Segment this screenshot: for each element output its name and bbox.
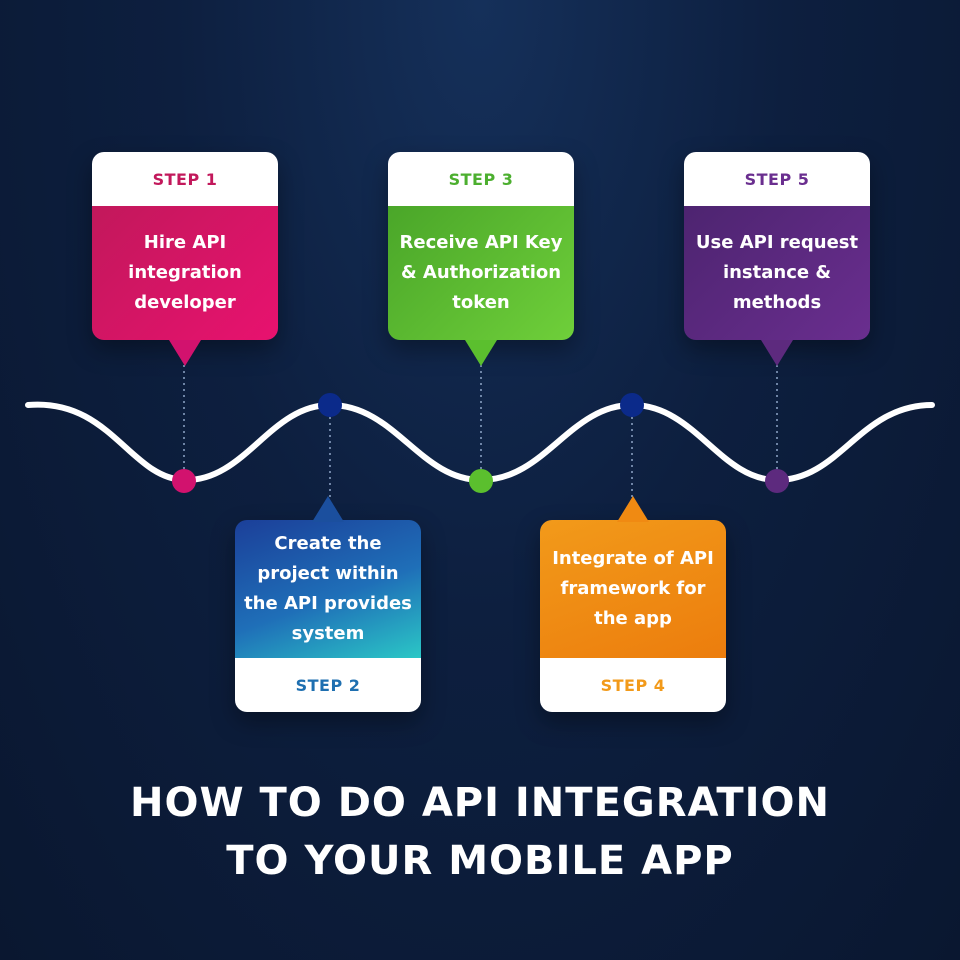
step-2-label: STEP 2 — [235, 658, 421, 712]
dot-step-4 — [620, 393, 644, 417]
page-title-line-2: TO YOUR MOBILE APP — [226, 838, 734, 884]
wave-path — [25, 401, 935, 484]
step-3-card: STEP 3 Receive API Key & Authorization t… — [388, 152, 574, 366]
step-3-label: STEP 3 — [388, 152, 574, 206]
step-5-card: STEP 5 Use API request instance & method… — [684, 152, 870, 366]
dot-step-1 — [172, 469, 196, 493]
dot-step-5 — [765, 469, 789, 493]
step-5-text: Use API request instance & methods — [684, 206, 870, 340]
step-4-card: Integrate of API framework for the app S… — [540, 496, 726, 712]
step-1-pointer — [169, 340, 201, 366]
step-4-text: Integrate of API framework for the app — [540, 520, 726, 658]
step-2-text: Create the project within the API provid… — [235, 520, 421, 658]
step-4-label: STEP 4 — [540, 658, 726, 712]
step-3-text: Receive API Key & Authorization token — [388, 206, 574, 340]
step-1-text: Hire API integration developer — [92, 206, 278, 340]
step-3-pointer — [465, 340, 497, 366]
step-1-card: STEP 1 Hire API integration developer — [92, 152, 278, 366]
step-2-pointer — [312, 496, 344, 522]
dot-step-3 — [469, 469, 493, 493]
dot-step-2 — [318, 393, 342, 417]
step-4-pointer — [617, 496, 649, 522]
page-title-line-1: HOW TO DO API INTEGRATION — [129, 780, 831, 826]
step-2-card: Create the project within the API provid… — [235, 496, 421, 712]
step-5-pointer — [761, 340, 793, 366]
step-1-label: STEP 1 — [92, 152, 278, 206]
step-5-label: STEP 5 — [684, 152, 870, 206]
